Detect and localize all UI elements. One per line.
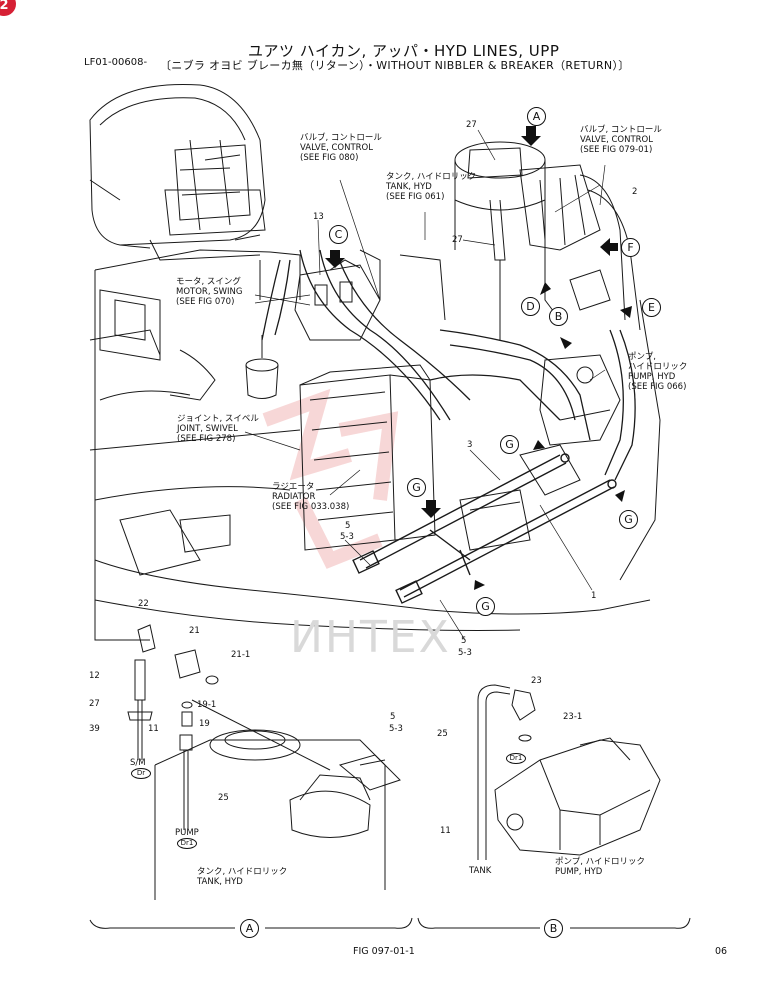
callout-19-1: 19-1 xyxy=(197,700,217,710)
callout-22: 22 xyxy=(138,599,149,609)
detail-a-tank xyxy=(154,729,401,900)
label-valve-control-left: バルブ, コントロール VALVE, CONTROL (SEE FIG 080) xyxy=(300,133,382,163)
detail-a-fittings xyxy=(127,624,331,830)
callout-3: 3 xyxy=(467,440,473,450)
callout-5-3-a: 5-3 xyxy=(340,532,354,542)
view-marker-b: B xyxy=(549,307,568,326)
callout-21-1: 21-1 xyxy=(231,650,251,660)
label-joint-swivel: ジョイント, スイベル JOINT, SWIVEL (SEE FIG 278) xyxy=(177,414,259,444)
control-valve-right xyxy=(519,164,641,331)
watermark-logo xyxy=(262,388,399,569)
hose-runs xyxy=(261,249,636,481)
upper-frame-outline xyxy=(89,249,661,641)
hydraulic-pump-right xyxy=(539,354,621,446)
label-dr1-a: Dr1 xyxy=(177,838,197,849)
callout-5-3-c: 5-3 xyxy=(389,724,403,734)
label-radiator: ラジエータ RADIATOR (SEE FIG 033.038) xyxy=(272,482,350,512)
view-marker-g4: G xyxy=(476,597,495,616)
label-motor-swing: モータ, スイング MOTOR, SWING (SEE FIG 070) xyxy=(176,277,243,307)
callout-5-b: 5 xyxy=(461,636,467,646)
view-marker-g2: G xyxy=(407,478,426,497)
callout-12: 12 xyxy=(89,671,100,681)
page-number: 06 xyxy=(715,946,728,957)
label-tank-hyd-top: タンク, ハイドロリック TANK, HYD (SEE FIG 061) xyxy=(386,172,477,202)
callout-39: 39 xyxy=(89,724,100,734)
callout-1: 1 xyxy=(591,591,597,601)
callout-21: 21 xyxy=(189,626,200,636)
callout-23-1: 23-1 xyxy=(563,712,583,722)
title-line-2: 〔ニブラ オヨビ ブレーカ無（リターン）・WITHOUT NIBBLER & B… xyxy=(160,59,630,72)
label-pump: PUMP xyxy=(175,828,199,838)
callout-13: 13 xyxy=(313,212,324,222)
view-marker-e: E xyxy=(642,298,661,317)
view-marker-g1: G xyxy=(500,435,519,454)
cab-illustration xyxy=(89,83,266,261)
callout-27-top: 27 xyxy=(466,120,477,130)
callout-27-mid: 27 xyxy=(452,235,463,245)
view-marker-g3: G xyxy=(619,510,638,529)
callout-5-c: 5 xyxy=(390,712,396,722)
radiator-block xyxy=(299,364,436,551)
document-id: LF01-00608- xyxy=(84,57,148,68)
callout-11-b: 11 xyxy=(440,826,451,836)
title-line-1: ユアツ ハイカン, アッパ・HYD LINES, UPP xyxy=(248,42,560,60)
oil-cooler-area xyxy=(459,444,581,551)
detail-b-pump xyxy=(477,684,661,860)
section-marker-b: B xyxy=(544,919,563,938)
view-marker-c: C xyxy=(329,225,348,244)
label-dr: Dr xyxy=(131,768,151,779)
label-tank-hyd-bottom: タンク, ハイドロリック TANK, HYD xyxy=(197,867,288,887)
view-marker-f: F xyxy=(621,238,640,257)
label-pump-hyd-right: ポンプ, ハイドロリック PUMP, HYD (SEE FIG 066) xyxy=(628,352,688,392)
callout-5-3-b: 5-3 xyxy=(458,648,472,658)
label-sm: S/M xyxy=(130,758,146,768)
callout-25-b: 25 xyxy=(437,729,448,739)
return-pipes xyxy=(352,453,617,604)
label-dr1-b: Dr1 xyxy=(506,753,526,764)
view-arrows xyxy=(325,126,632,590)
callout-25-a: 25 xyxy=(218,793,229,803)
callout-11-a: 11 xyxy=(148,724,159,734)
callout-19: 19 xyxy=(199,719,210,729)
label-tank: TANK xyxy=(469,866,492,876)
callout-23: 23 xyxy=(531,676,542,686)
figure-id: FIG 097-01-1 xyxy=(353,946,415,957)
swivel-joint xyxy=(245,335,279,399)
watermark-text: ИНТЕХ xyxy=(290,612,451,663)
page-corner-badge: 2 xyxy=(0,0,16,16)
leader-lines xyxy=(244,129,606,641)
label-pump-hyd-bottom: ポンプ, ハイドロリック PUMP, HYD xyxy=(555,857,645,877)
section-marker-a: A xyxy=(240,919,259,938)
view-marker-d: D xyxy=(521,297,540,316)
label-valve-control-right: バルブ, コントロール VALVE, CONTROL (SEE FIG 079-… xyxy=(580,125,662,155)
callout-5-a: 5 xyxy=(345,521,351,531)
section-brackets xyxy=(89,917,691,929)
callout-2: 2 xyxy=(632,187,638,197)
view-marker-a: A xyxy=(527,107,546,126)
callout-27-detail: 27 xyxy=(89,699,100,709)
